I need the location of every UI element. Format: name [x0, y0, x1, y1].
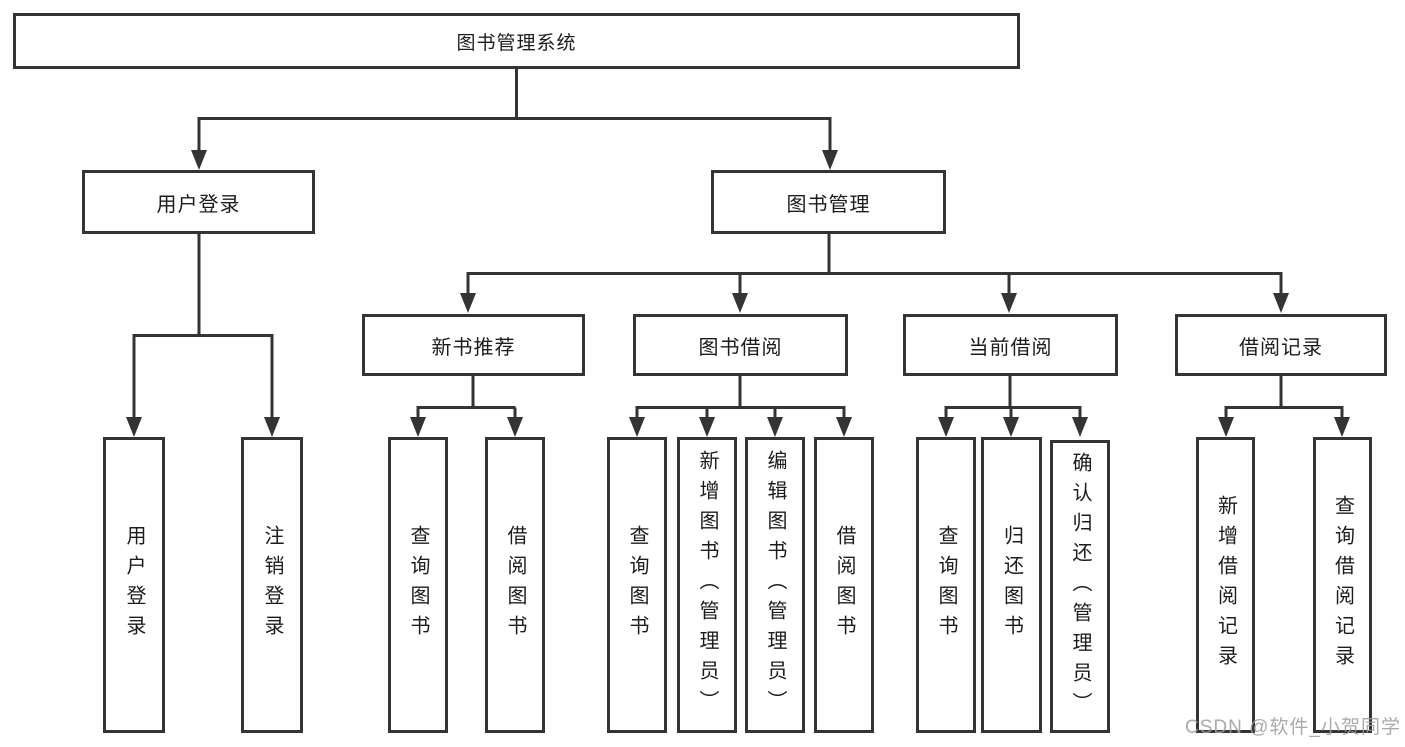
leaf-borrow-books: 借阅图书	[814, 437, 874, 733]
leaf-label: 新增图书（管理员）	[696, 450, 718, 720]
leaf-user-login: 用户登录	[103, 437, 165, 733]
leaf-label: 借阅图书	[833, 525, 855, 645]
leaf-query-books-borrow: 查询图书	[607, 437, 667, 733]
arrowheads	[126, 150, 1350, 437]
leaf-edit-books-admin: 编辑图书（管理员）	[745, 437, 805, 733]
leaf-borrow-books-newbook: 借阅图书	[485, 437, 545, 733]
leaf-query-books-current: 查询图书	[916, 437, 976, 733]
leaf-logout: 注销登录	[241, 437, 303, 733]
arrowhead	[1218, 417, 1234, 437]
leaf-label: 查询图书	[626, 525, 648, 645]
leaf-label: 确认归还（管理员）	[1069, 451, 1091, 722]
leaf-label: 查询借阅记录	[1331, 495, 1354, 675]
csdn-watermark: CSDN @软件_小贺同学	[1185, 717, 1401, 738]
connector-book-borrow-split	[635, 376, 846, 419]
leaf-label: 归还图书	[1000, 525, 1023, 645]
leaf-add-borrow-record: 新增借阅记录	[1196, 437, 1255, 733]
node-user-login: 用户登录	[82, 170, 315, 234]
arrowhead	[191, 150, 207, 170]
leaf-label: 查询图书	[407, 525, 429, 645]
node-current-borrow: 当前借阅	[903, 314, 1118, 376]
arrowhead	[629, 417, 645, 437]
leaf-label: 查询图书	[935, 525, 957, 645]
arrowhead	[1001, 293, 1017, 313]
arrowhead	[410, 417, 426, 437]
connector-strokes	[132, 68, 1344, 419]
leaf-add-books-admin: 新增图书（管理员）	[677, 437, 737, 733]
arrowhead	[1072, 417, 1088, 437]
arrowhead	[938, 417, 954, 437]
leaf-label: 注销登录	[261, 525, 283, 645]
arrowhead	[1334, 417, 1350, 437]
arrowhead	[699, 417, 715, 437]
leaf-confirm-return-admin: 确认归还（管理员）	[1050, 440, 1110, 733]
arrowhead	[836, 417, 852, 437]
arrowhead	[264, 417, 280, 437]
node-book-management: 图书管理	[711, 170, 946, 234]
connector-root-to-level2	[197, 68, 832, 152]
connector-new-book-split	[416, 376, 517, 419]
arrowhead	[822, 150, 838, 170]
node-book-borrow: 图书借阅	[633, 314, 848, 376]
connector-borrow-records-split	[1224, 376, 1344, 419]
node-new-book-recommend: 新书推荐	[362, 314, 585, 376]
node-borrow-records: 借阅记录	[1175, 314, 1387, 376]
connector-user-login-split	[132, 233, 274, 419]
arrowhead	[507, 417, 523, 437]
arrowhead	[1273, 293, 1289, 313]
leaf-label: 新增借阅记录	[1214, 495, 1237, 675]
connector-current-borrow-split	[944, 376, 1082, 419]
connector-book-management-split	[466, 233, 1283, 295]
leaf-label: 借阅图书	[504, 525, 526, 645]
leaf-query-borrow-record: 查询借阅记录	[1313, 437, 1372, 733]
arrowhead	[1003, 417, 1019, 437]
arrowhead	[460, 293, 476, 313]
arrowhead	[767, 417, 783, 437]
leaf-label: 编辑图书（管理员）	[764, 450, 786, 720]
leaf-label: 用户登录	[123, 525, 145, 645]
node-book-management-system: 图书管理系统	[13, 13, 1020, 69]
arrowhead	[732, 293, 748, 313]
leaf-query-books-newbook: 查询图书	[388, 437, 448, 733]
arrowhead	[126, 417, 142, 437]
leaf-return-books: 归还图书	[981, 437, 1042, 733]
